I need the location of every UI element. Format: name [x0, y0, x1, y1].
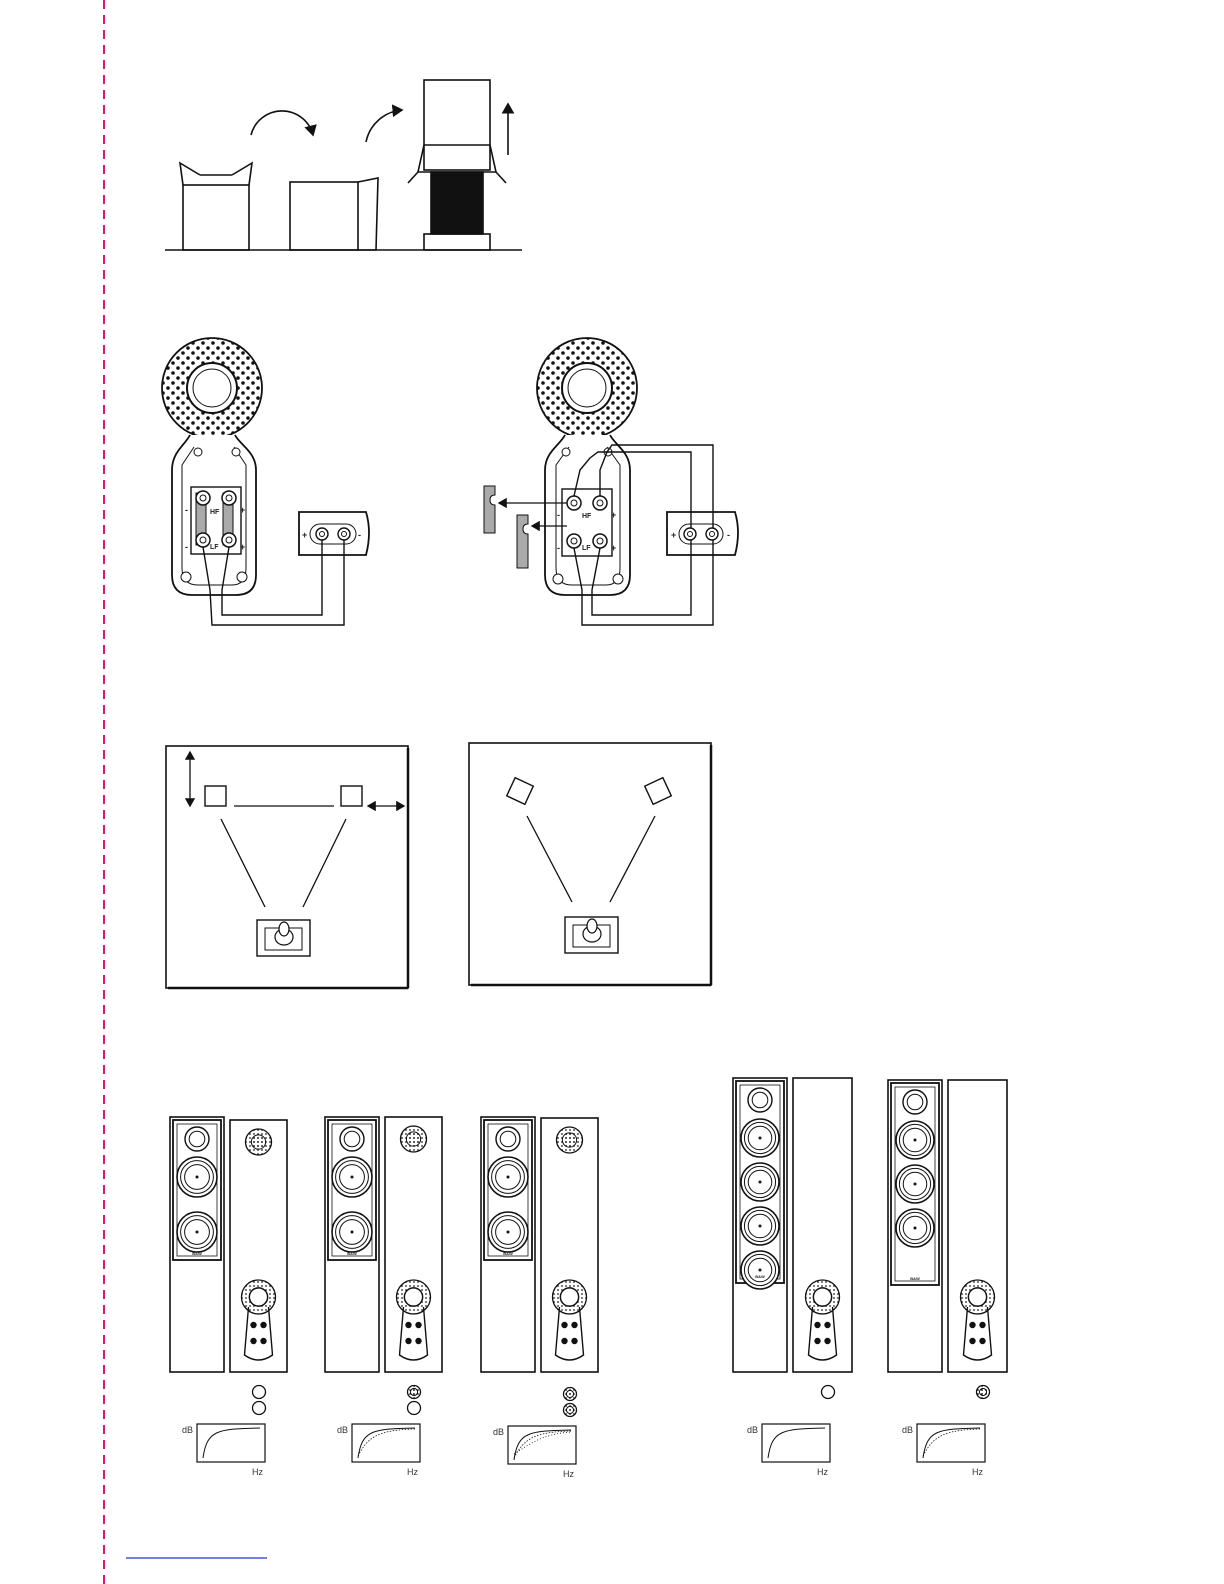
terminal-post	[571, 1322, 577, 1328]
brand-badge: B&W	[755, 1274, 765, 1279]
terminal-post	[405, 1322, 411, 1328]
y-axis-label: dB	[182, 1425, 193, 1435]
terminal-post	[415, 1322, 421, 1328]
speaker-left	[205, 786, 226, 806]
terminal-post	[969, 1322, 975, 1328]
carton-inverted	[290, 182, 358, 250]
terminal-post	[561, 1322, 567, 1328]
hf-label: HF	[210, 509, 220, 516]
positioning-diagram-parallel	[166, 746, 408, 988]
brand-badge: B&W	[910, 1276, 920, 1281]
tweeter	[340, 1127, 364, 1151]
bottom-packing	[424, 234, 490, 250]
terminal-post	[814, 1322, 820, 1328]
svg-text:-: -	[358, 530, 361, 540]
terminal-post	[969, 1338, 975, 1344]
terminal-post	[979, 1322, 985, 1328]
terminal-post	[824, 1338, 830, 1344]
lf-label: LF	[210, 544, 219, 551]
svg-text:-: -	[185, 505, 188, 515]
terminal-plate	[400, 1307, 428, 1360]
svg-text:+: +	[611, 543, 616, 553]
terminal-post	[405, 1338, 411, 1344]
carton-lifted	[424, 80, 490, 170]
svg-text:-: -	[557, 510, 560, 520]
tweeter	[496, 1127, 520, 1151]
x-axis-label: Hz	[972, 1467, 983, 1477]
brand-badge: B&W	[347, 1251, 357, 1256]
y-axis-label: dB	[493, 1427, 504, 1437]
brand-badge: B&W	[503, 1251, 513, 1256]
speaker-variant-4: B&W dB Hz	[733, 1078, 852, 1477]
x-axis-label: Hz	[817, 1467, 828, 1477]
brand-badge: B&W	[192, 1251, 202, 1256]
terminal-post	[824, 1322, 830, 1328]
svg-text:-: -	[185, 542, 188, 552]
svg-text:+: +	[240, 505, 245, 515]
positioning-diagram-toed-in	[469, 743, 711, 985]
port-open-icon	[253, 1386, 266, 1399]
terminal-post	[415, 1338, 421, 1344]
svg-text:LF: LF	[582, 545, 591, 552]
terminal-post	[250, 1338, 256, 1344]
rotate-arrow	[366, 110, 402, 142]
svg-text:+: +	[240, 542, 245, 552]
bi-wiring-diagram: HF LF - + - + + -	[484, 338, 738, 625]
speaker-cabinet	[431, 172, 483, 234]
speaker-right	[645, 778, 672, 805]
terminal-post	[250, 1322, 256, 1328]
svg-text:+: +	[671, 530, 676, 540]
speaker-variant-3: B&W dB Hz	[481, 1117, 598, 1479]
speaker-right	[341, 786, 362, 806]
svg-text:+: +	[611, 510, 616, 520]
terminal-post	[571, 1338, 577, 1344]
tweeter	[185, 1127, 209, 1151]
terminal-plate	[809, 1307, 837, 1360]
terminal-post	[814, 1338, 820, 1344]
x-axis-label: Hz	[563, 1469, 574, 1479]
removed-link-bar	[517, 515, 528, 568]
unpacking-diagram	[165, 80, 522, 250]
single-wiring-diagram: HF LF - + - + + -	[162, 338, 369, 625]
terminal-plate	[245, 1307, 273, 1360]
y-axis-label: dB	[747, 1425, 758, 1435]
tweeter	[903, 1090, 927, 1114]
y-axis-label: dB	[337, 1425, 348, 1435]
speaker-left	[507, 778, 534, 805]
terminal-post	[561, 1338, 567, 1344]
svg-text:+: +	[302, 530, 307, 540]
removed-link-bar	[484, 486, 495, 533]
svg-text:HF: HF	[582, 513, 592, 520]
flip-arrow	[251, 111, 313, 135]
terminal-plate	[964, 1307, 992, 1360]
speaker-variant-5: B&W dB Hz	[888, 1080, 1007, 1477]
carton-upright	[183, 185, 249, 250]
svg-text:-: -	[557, 543, 560, 553]
speaker-variant-2: B&W dB Hz	[325, 1117, 442, 1477]
tweeter	[748, 1088, 772, 1112]
x-axis-label: Hz	[407, 1467, 418, 1477]
port-open-icon	[253, 1402, 266, 1415]
svg-text:-: -	[727, 530, 730, 540]
y-axis-label: dB	[902, 1425, 913, 1435]
terminal-post	[979, 1338, 985, 1344]
port-open-icon	[408, 1402, 421, 1415]
port-open-icon	[822, 1386, 835, 1399]
terminal-post	[260, 1338, 266, 1344]
x-axis-label: Hz	[252, 1467, 263, 1477]
terminal-post	[260, 1322, 266, 1328]
terminal-plate	[556, 1307, 584, 1360]
speaker-variant-1: B&W dB Hz	[170, 1117, 287, 1477]
port-bung-variants: B&W dB Hz B&W dB Hz B&W dB Hz B&W dB Hz B&W dB Hz	[170, 1078, 1007, 1479]
